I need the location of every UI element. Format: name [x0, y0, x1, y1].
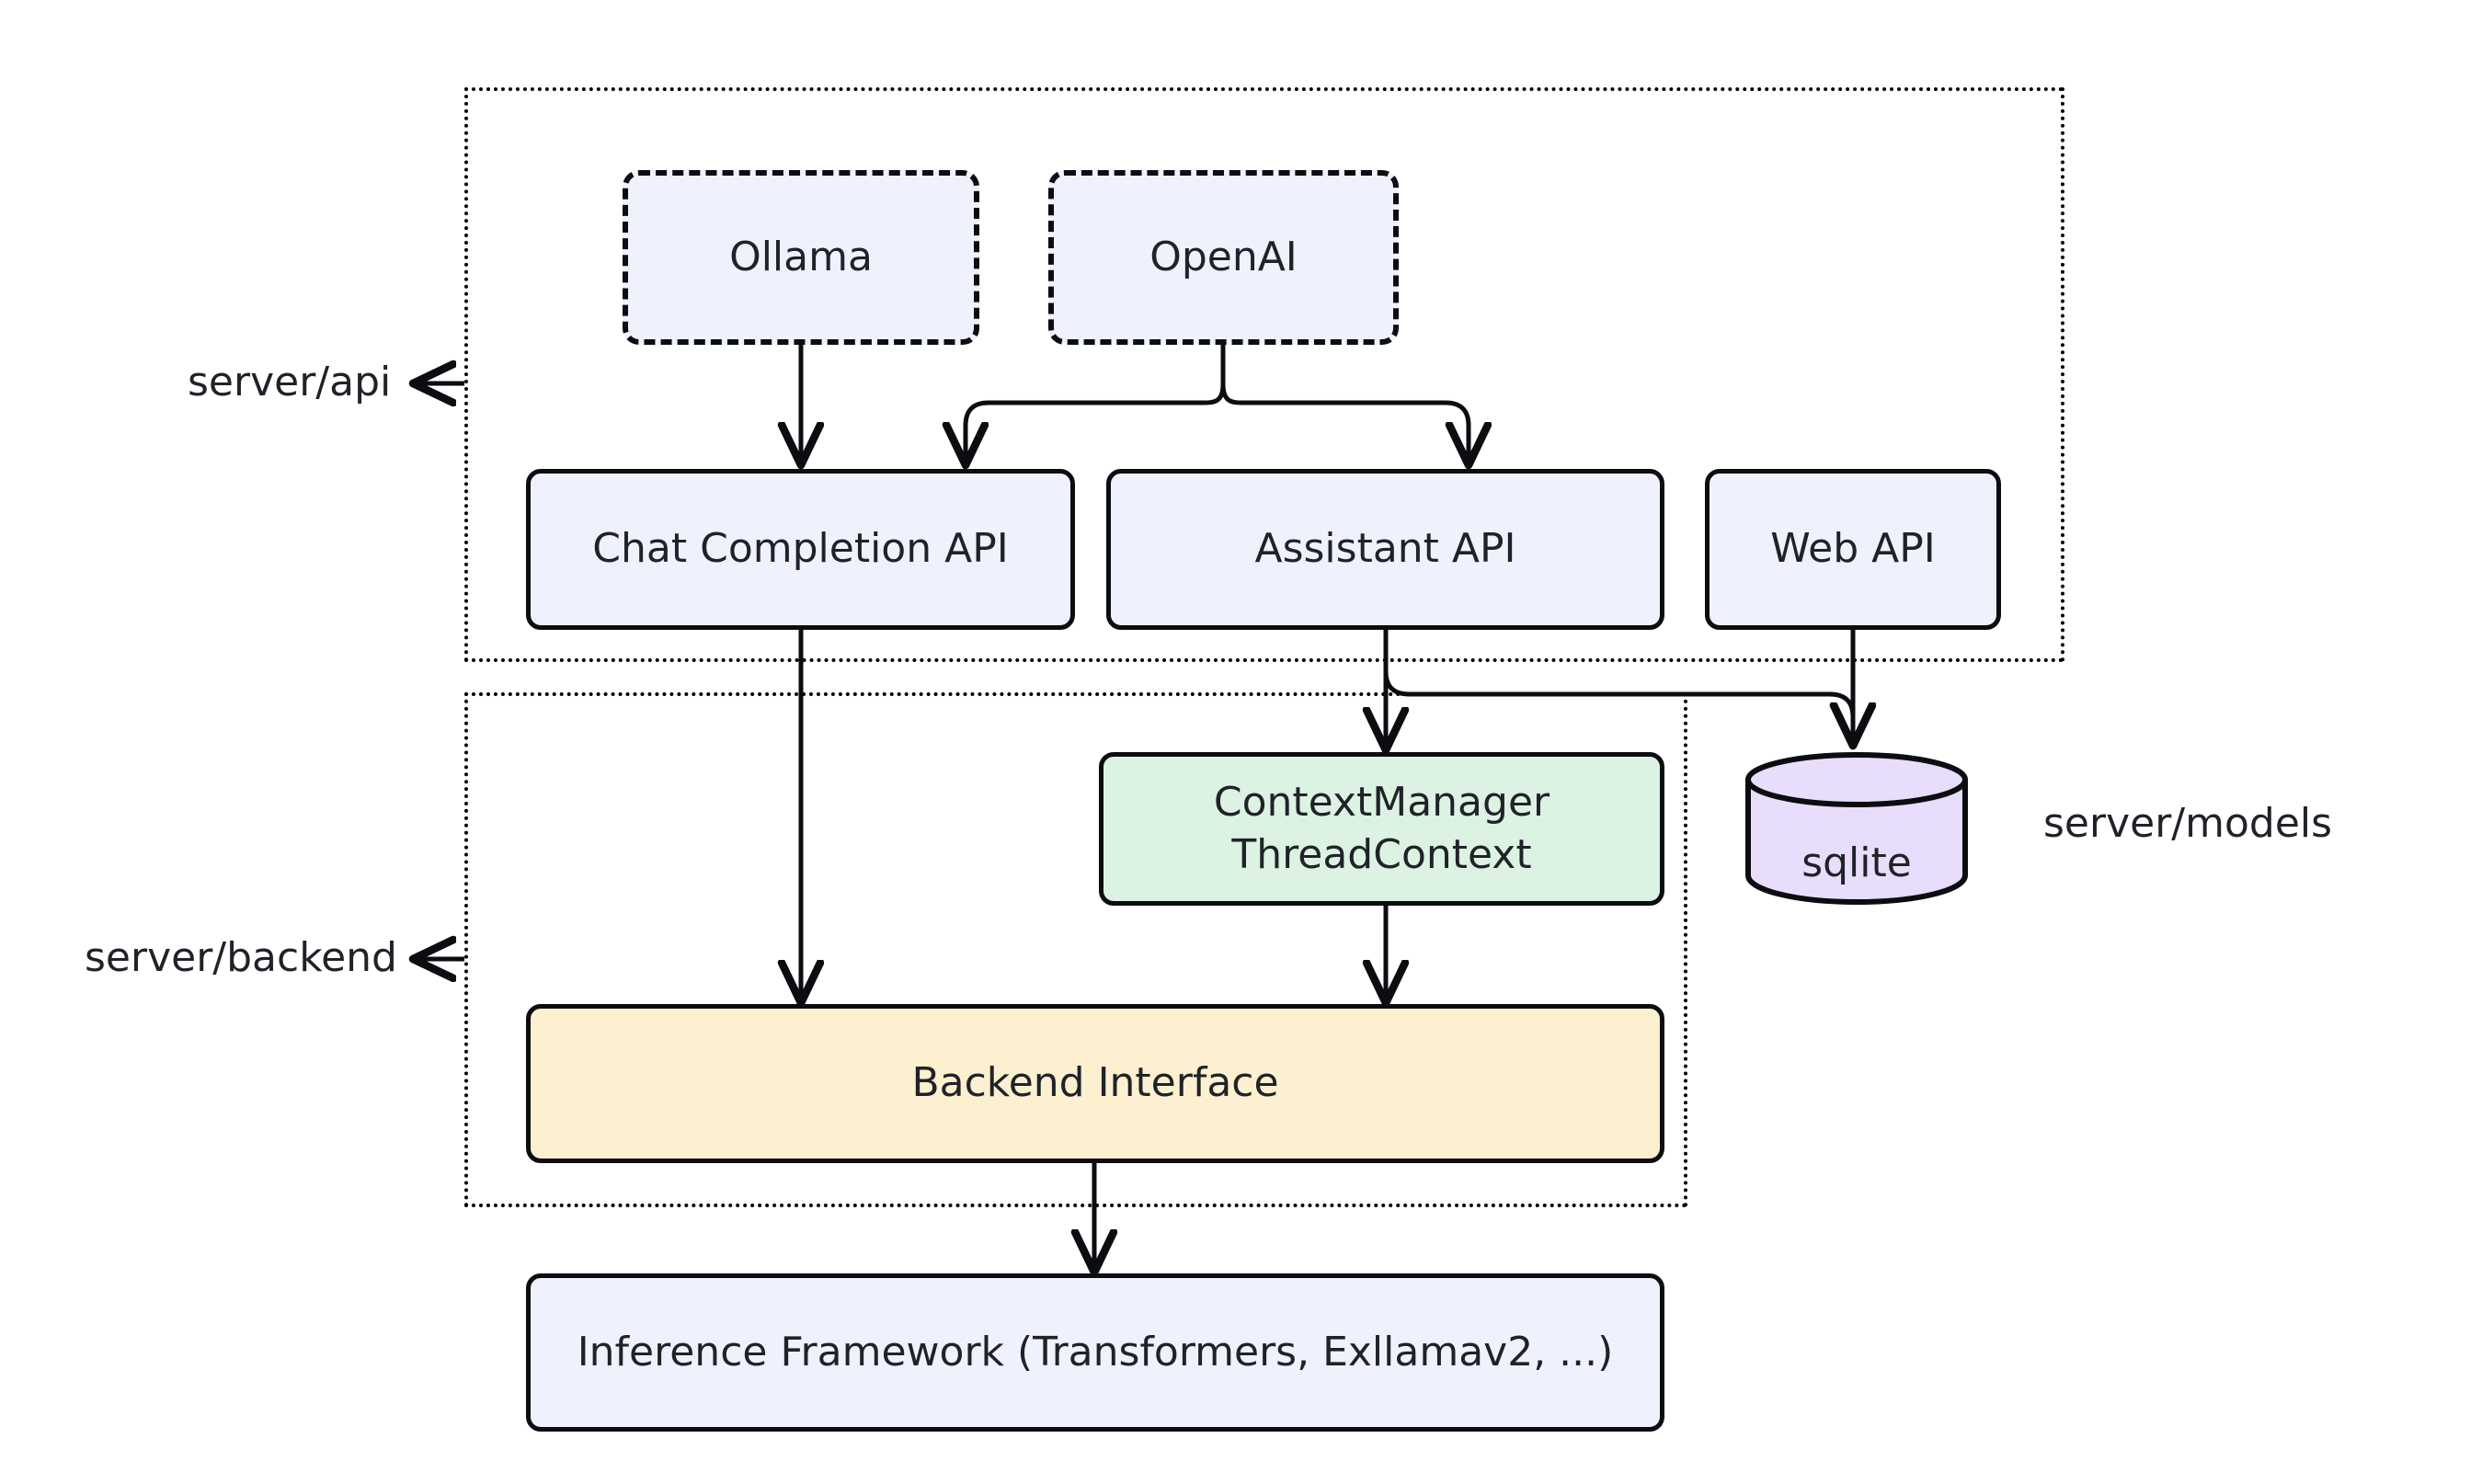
- node-web-api-label: Web API: [1770, 525, 1936, 573]
- server-api-group: [464, 87, 2064, 662]
- server-backend-group: [464, 692, 1687, 1207]
- node-context-manager[interactable]: ContextManager ThreadContext: [1099, 752, 1664, 906]
- node-backend-interface-label: Backend Interface: [911, 1059, 1279, 1107]
- label-server-models: server/models: [2043, 800, 2333, 847]
- node-chat-completion-api[interactable]: Chat Completion API: [526, 469, 1075, 630]
- node-inference-framework[interactable]: Inference Framework (Transformers, Exlla…: [526, 1273, 1664, 1432]
- node-assistant-api[interactable]: Assistant API: [1106, 469, 1664, 630]
- cylinder-shape: [1745, 752, 1968, 905]
- node-ollama[interactable]: Ollama: [623, 170, 979, 345]
- label-server-api: server/api: [188, 359, 392, 405]
- node-inference-framework-label: Inference Framework (Transformers, Exlla…: [577, 1328, 1614, 1376]
- node-chat-completion-api-label: Chat Completion API: [592, 525, 1009, 573]
- label-server-backend: server/backend: [85, 934, 397, 981]
- node-openai[interactable]: OpenAI: [1048, 170, 1399, 345]
- node-ollama-label: Ollama: [729, 233, 873, 280]
- node-openai-label: OpenAI: [1149, 233, 1298, 280]
- node-context-manager-label: ContextManager ThreadContext: [1213, 779, 1550, 878]
- node-web-api[interactable]: Web API: [1705, 469, 2001, 630]
- node-sqlite[interactable]: sqlite: [1743, 749, 1971, 906]
- node-backend-interface[interactable]: Backend Interface: [526, 1004, 1664, 1163]
- node-assistant-api-label: Assistant API: [1254, 525, 1516, 573]
